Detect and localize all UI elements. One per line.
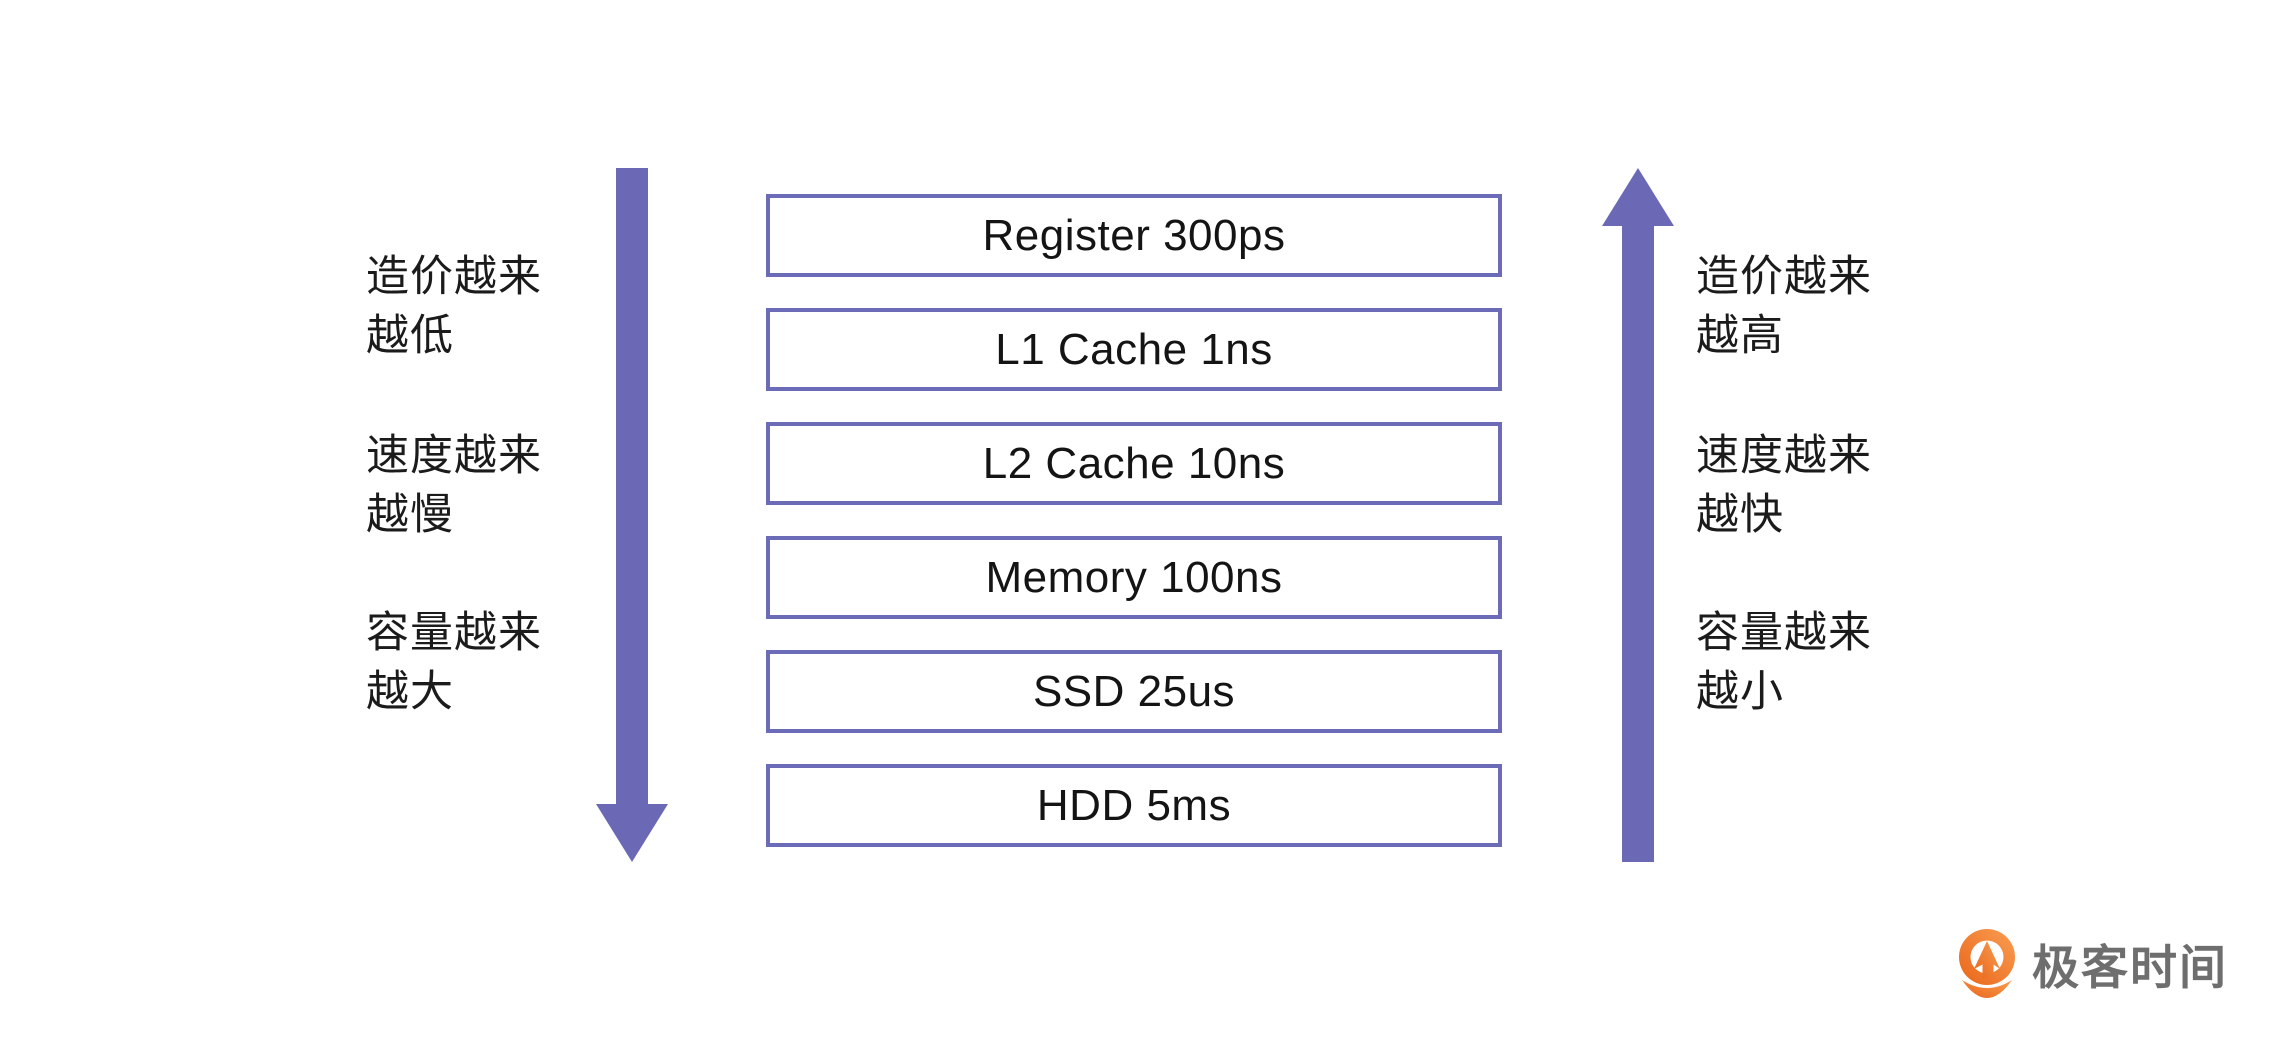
- left-label-cost: 造价越来 越低: [366, 253, 542, 360]
- level-box-l2-cache: L2 Cache 10ns: [766, 422, 1502, 505]
- geektime-logo: 极客时间: [1954, 928, 2228, 998]
- level-label: HDD 5ms: [1036, 780, 1232, 830]
- level-box-hdd: HDD 5ms: [766, 764, 1502, 847]
- level-label: L2 Cache 10ns: [982, 438, 1286, 488]
- level-box-l1-cache: L1 Cache 1ns: [766, 308, 1502, 391]
- level-label: SSD 25us: [1032, 666, 1236, 716]
- left-label-speed: 速度越来 越慢: [366, 432, 542, 539]
- left-label-capacity: 容量越来 越大: [366, 609, 542, 716]
- geektime-pin-icon: [1959, 929, 2015, 998]
- level-label: Memory 100ns: [985, 552, 1283, 602]
- right-label-speed: 速度越来 越快: [1696, 432, 1872, 539]
- right-label-cost: 造价越来 越高: [1696, 253, 1872, 360]
- right-label-capacity: 容量越来 越小: [1696, 609, 1872, 716]
- level-box-register: Register 300ps: [766, 194, 1502, 277]
- up-arrow-icon: [1602, 168, 1674, 862]
- geektime-logo-text: 极客时间: [2032, 940, 2228, 994]
- down-arrow-icon: [596, 168, 668, 862]
- level-box-memory: Memory 100ns: [766, 536, 1502, 619]
- level-label: Register 300ps: [982, 210, 1286, 260]
- level-label: L1 Cache 1ns: [995, 324, 1273, 374]
- level-box-ssd: SSD 25us: [766, 650, 1502, 733]
